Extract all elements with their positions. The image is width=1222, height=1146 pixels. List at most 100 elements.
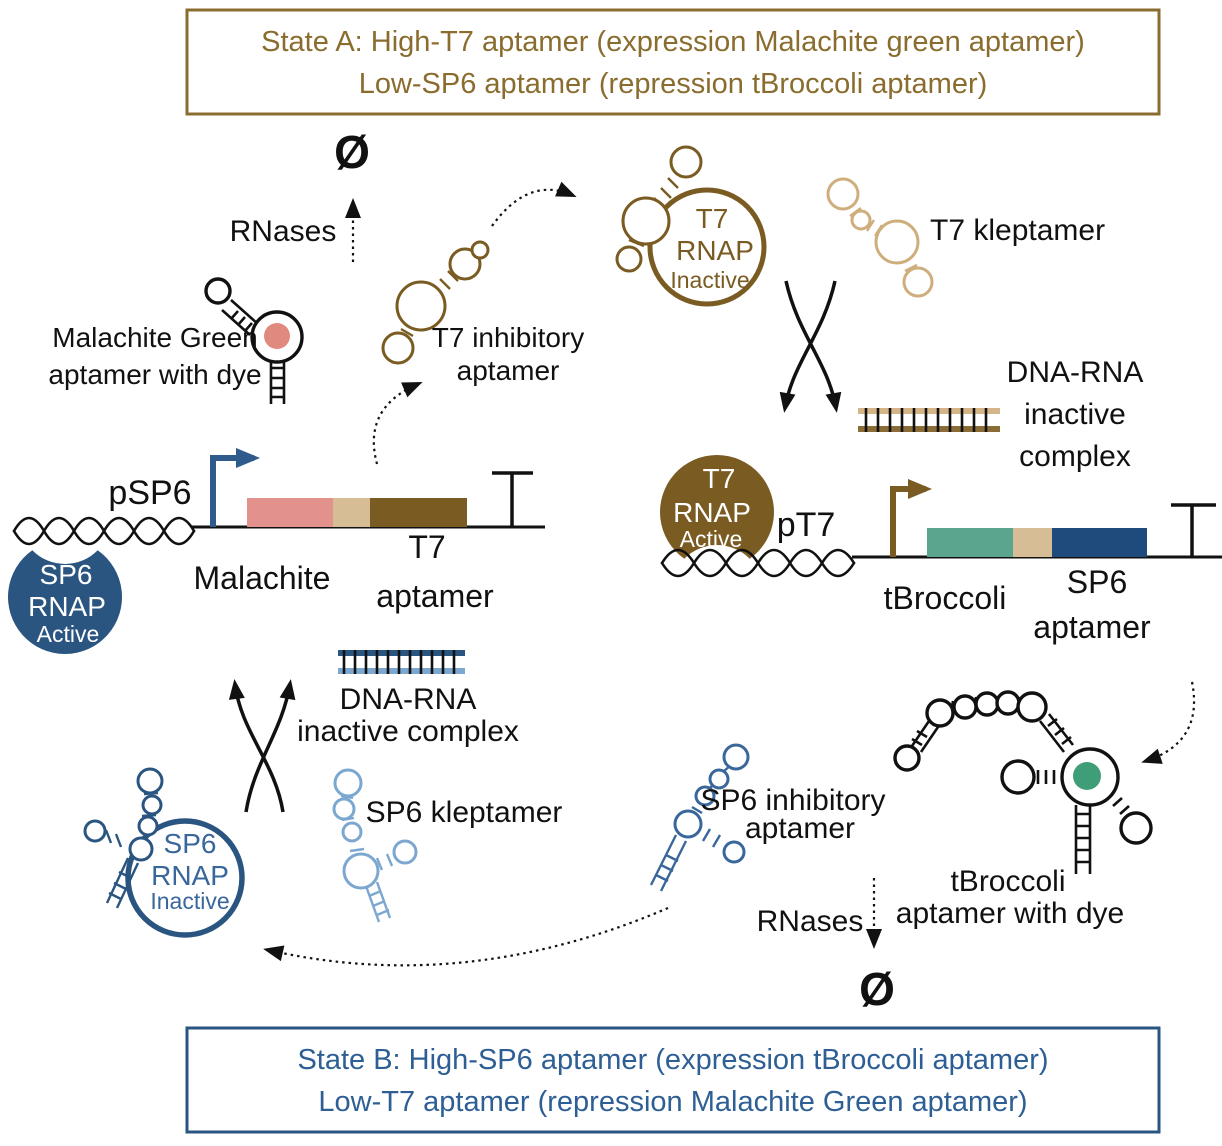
sp6-kleptamer-loop3 bbox=[341, 821, 363, 843]
sp6-inhibitory-loop3 bbox=[694, 785, 716, 807]
t7-inhibitory-loop3 bbox=[448, 247, 482, 281]
tbroccoli-label-line1: tBroccoli bbox=[950, 865, 1065, 898]
dna-rna-complex-top bbox=[858, 408, 1000, 432]
dna-rna-bottom-l2: inactive complex bbox=[297, 715, 519, 748]
sp6-rnap-inactive-l1: SP6 bbox=[164, 828, 217, 859]
gene-to-tbroccoli-arrow bbox=[1141, 681, 1196, 764]
tbroccoli-aptamer-icon bbox=[893, 690, 1153, 874]
dna-rna-bottom-l1: DNA-RNA bbox=[340, 683, 477, 716]
tbroccoli-hairpin-loop bbox=[893, 744, 921, 772]
t7-rnap-inactive-l1: T7 bbox=[696, 203, 729, 234]
t7-kleptamer-loop3 bbox=[874, 219, 920, 265]
sp6-aptamer-segment bbox=[1052, 528, 1147, 557]
empty-set-top: Ø bbox=[334, 126, 370, 178]
sp6-bound-aptamer-loop1 bbox=[136, 767, 164, 795]
t7-inhibitory-loop2 bbox=[395, 280, 447, 332]
sp6-inhibitory-label-line2: aptamer bbox=[745, 812, 855, 845]
duplex-rungs-blue bbox=[342, 650, 456, 674]
t7-rnap-active-l2: RNAP bbox=[673, 497, 751, 528]
sp6-rnap-active-l1: SP6 bbox=[40, 559, 93, 590]
state-b-border bbox=[185, 1026, 1161, 1134]
t7-kleptamer-label: T7 kleptamer bbox=[930, 214, 1105, 247]
t7-kleptamer-loop1 bbox=[826, 177, 860, 211]
sp6-rnap-inactive-l3: Inactive bbox=[150, 888, 229, 914]
t7-rnap-active-l3: Active bbox=[680, 526, 743, 552]
state-b-line1: State B: High-SP6 aptamer (expression tB… bbox=[297, 1044, 1048, 1076]
malachite-label-line2: aptamer with dye bbox=[48, 359, 261, 390]
t7-inhibitory-loop4 bbox=[470, 240, 490, 260]
sp6-inhibitory-ladders bbox=[649, 763, 733, 892]
sp6-rnap-inactive-complex: SP6 RNAP Inactive bbox=[83, 767, 245, 938]
t7-inhibitory-label-line1: T7 inhibitory bbox=[432, 322, 585, 353]
sp6-inhibitory-loop4 bbox=[722, 840, 746, 864]
sp6-rnap-inactive-l2: RNAP bbox=[151, 860, 229, 891]
malachite-hairpin-loop bbox=[204, 277, 232, 305]
t7-rnap-active-l1: T7 bbox=[703, 463, 736, 494]
t7-bound-aptamer-loop-top bbox=[669, 145, 703, 179]
dna-rna-complex-bottom bbox=[338, 650, 465, 674]
dna-rna-top-l2: inactive bbox=[1024, 398, 1126, 431]
t7-aptamer-segment bbox=[370, 498, 467, 527]
tbroccoli-chain-loop2 bbox=[952, 694, 978, 720]
linker-segment-right bbox=[1013, 528, 1052, 557]
state-a-box: State A: High-T7 aptamer (expression Mal… bbox=[185, 8, 1161, 116]
exchange-arrow-tr-1 bbox=[784, 280, 842, 413]
tbroccoli-chain-loop1 bbox=[925, 698, 955, 728]
t7-rnap-active-body bbox=[660, 455, 774, 559]
t7-kleptamer-loop4 bbox=[902, 266, 934, 298]
dna-rna-top-l1: DNA-RNA bbox=[1007, 356, 1144, 389]
t7-kleptamer-loop2 bbox=[850, 209, 872, 231]
t7-bound-aptamer-lobe bbox=[621, 196, 671, 246]
sp6-inhibitory-label-line1: SP6 inhibitory bbox=[700, 784, 885, 817]
empty-set-bottom: Ø bbox=[859, 963, 895, 1015]
sp6-gene-construct: SP6 RNAP Active pSP6 Malachite T7 aptame… bbox=[7, 448, 545, 654]
sp6-rnap-inactive-circle bbox=[125, 818, 245, 938]
tbroccoli-segment bbox=[927, 528, 1013, 557]
tbroccoli-dye-dot bbox=[1073, 762, 1101, 790]
t7-inhibitory-aptamer-icon bbox=[381, 240, 490, 365]
terminator-right bbox=[1171, 503, 1216, 557]
gene-to-inhibitory-arrow bbox=[372, 382, 423, 465]
malachite-hairpin-ladder bbox=[221, 299, 260, 336]
psp6-promoter-arrow bbox=[210, 448, 260, 527]
sp6-kleptamer-loop2 bbox=[332, 797, 356, 821]
rnases-bottom-label: RNases bbox=[757, 905, 864, 938]
dna-wave-left-strand2 bbox=[12, 516, 196, 546]
malachite-aptamer-icon bbox=[204, 277, 304, 404]
sp6-kleptamer-loop4 bbox=[342, 852, 380, 890]
linker-segment-left bbox=[333, 498, 370, 527]
sp6-segment-label1: SP6 bbox=[1067, 564, 1127, 600]
sp6-bound-aptamer-loop3 bbox=[137, 815, 159, 837]
sp6-inhibitory-aptamer-icon bbox=[649, 743, 750, 892]
duplex-rungs bbox=[864, 408, 988, 432]
sp6-kleptamer-loop1 bbox=[333, 768, 363, 798]
sp6-bound-aptamer-loop4 bbox=[83, 819, 107, 843]
exchange-arrow-tr-2 bbox=[779, 280, 837, 413]
tbroccoli-chain-loop4 bbox=[995, 690, 1021, 716]
state-b-box: State B: High-SP6 aptamer (expression tB… bbox=[185, 1026, 1161, 1134]
t7-rnap-inactive-circle bbox=[647, 187, 767, 307]
t7-kleptamer-icon bbox=[826, 177, 934, 298]
t7-rnap-inactive-l2: RNAP bbox=[676, 235, 754, 266]
t7-inhibitory-label-line2: aptamer bbox=[457, 355, 560, 386]
pt7-promoter-arrow bbox=[890, 479, 932, 557]
sp6-segment-label2: aptamer bbox=[1033, 609, 1151, 645]
inhibitory-to-sp6-rnap-arrow bbox=[263, 906, 669, 967]
tbroccoli-label-line2: aptamer with dye bbox=[896, 897, 1124, 930]
sp6-inhibitory-loop1 bbox=[722, 743, 750, 771]
t7-rnap-inactive-complex: T7 RNAP Inactive bbox=[615, 145, 767, 307]
state-b-line2: Low-T7 aptamer (repression Malachite Gre… bbox=[318, 1086, 1027, 1118]
exchange-arrow-bl-2 bbox=[228, 679, 285, 813]
sp6-bound-aptamer-loop2 bbox=[141, 794, 163, 816]
sp6-rnap-active-body bbox=[7, 550, 122, 654]
sp6-rnap-active-l2: RNAP bbox=[28, 591, 106, 622]
state-a-line1: State A: High-T7 aptamer (expression Mal… bbox=[261, 26, 1085, 58]
sp6-kleptamer-icon bbox=[332, 768, 418, 923]
tbroccoli-chain-loop5 bbox=[1016, 691, 1048, 723]
sp6-bound-aptamer-lobe bbox=[128, 836, 154, 862]
state-a-border bbox=[185, 8, 1161, 116]
tbroccoli-left-arm-loop bbox=[1000, 759, 1036, 795]
sp6-inhibitory-loop2 bbox=[708, 768, 730, 790]
tbroccoli-right-arm-loop bbox=[1119, 811, 1153, 845]
